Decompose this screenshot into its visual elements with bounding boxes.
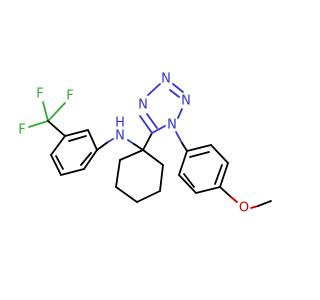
- tetrazole-n4: N: [138, 98, 148, 113]
- ring-bond: [115, 186, 138, 203]
- ring-bond: [50, 154, 62, 176]
- bond-tetrazole-aryl-c: [181, 142, 188, 152]
- bond-c-f3: [47, 102, 66, 122]
- ring-double-bond: [146, 113, 158, 129]
- bond-tetrazole-aryl: [175, 131, 183, 144]
- methoxy-group: [219, 186, 272, 209]
- tetrazole-ring: [139, 83, 184, 151]
- ring-bond: [210, 144, 229, 164]
- ring-bond: [142, 149, 164, 166]
- structure-svg: F F F N H N N N N O: [18, 72, 272, 216]
- bond-o-methyl: [257, 200, 272, 207]
- bond-o-methyl-red: [250, 205, 259, 209]
- ring-bond: [147, 83, 161, 96]
- bond-ring-o-red: [230, 196, 238, 203]
- ring-bond: [151, 125, 166, 134]
- ring-bond: [177, 108, 183, 119]
- ring-bond: [186, 144, 212, 152]
- ring-bond: [83, 149, 98, 170]
- bond-nh-cyclohexyl-n: [127, 139, 135, 145]
- bond-ring-nh: [96, 141, 109, 151]
- bond-cyclohexyl-tetrazole: [142, 132, 153, 151]
- bond-ring-o: [219, 186, 232, 198]
- ring-double-bond: [55, 155, 64, 170]
- ring-bond: [119, 149, 144, 161]
- ring-double-bond: [169, 89, 180, 98]
- ring-bond: [159, 164, 164, 192]
- ring-bond: [219, 162, 229, 188]
- bond-c-f2: [42, 101, 49, 122]
- fluorine-atom-1: F: [18, 123, 25, 138]
- fluorine-atom-2: F: [36, 87, 43, 102]
- ring-bond: [60, 168, 85, 176]
- ring-bond: [195, 186, 221, 194]
- ring-double-bond: [80, 152, 92, 166]
- ring-bond: [178, 174, 197, 194]
- ring-bond: [178, 150, 188, 176]
- ring-double-bond: [189, 151, 210, 158]
- bond-cf3-ring: [47, 120, 66, 137]
- methoxy-oxygen: O: [239, 201, 249, 216]
- bond-ring-nh-n: [107, 138, 114, 143]
- tetrazole-n3: N: [161, 72, 171, 87]
- ring-bond: [136, 190, 161, 203]
- ring-bond: [139, 115, 153, 134]
- ring-double-bond: [214, 164, 223, 185]
- ring-bond: [115, 159, 121, 188]
- tetrazole-n1: N: [167, 118, 177, 133]
- amine-hydrogen: H: [115, 116, 125, 131]
- ring-bond: [50, 135, 66, 156]
- ring-bond: [64, 129, 89, 137]
- aryl-ring-right: [178, 144, 229, 194]
- bond-c-f1: [28, 120, 49, 128]
- cyclohexane-ring: [115, 149, 164, 203]
- bond-nh-cyclohexyl: [133, 143, 144, 151]
- ring-bond: [87, 129, 98, 151]
- ring-double-bond: [183, 173, 195, 188]
- amine-linker: [96, 138, 144, 151]
- aryl-ring-left: [50, 129, 98, 176]
- trifluoromethyl-group: [28, 101, 66, 137]
- ring-bond: [172, 83, 184, 93]
- tetrazole-n2: N: [181, 94, 191, 109]
- fluorine-atom-3: F: [66, 89, 73, 104]
- amine-nitrogen: N: [115, 129, 125, 144]
- ring-double-bond: [68, 135, 87, 142]
- molecule-diagram: F F F N H N N N N O: [18, 72, 272, 216]
